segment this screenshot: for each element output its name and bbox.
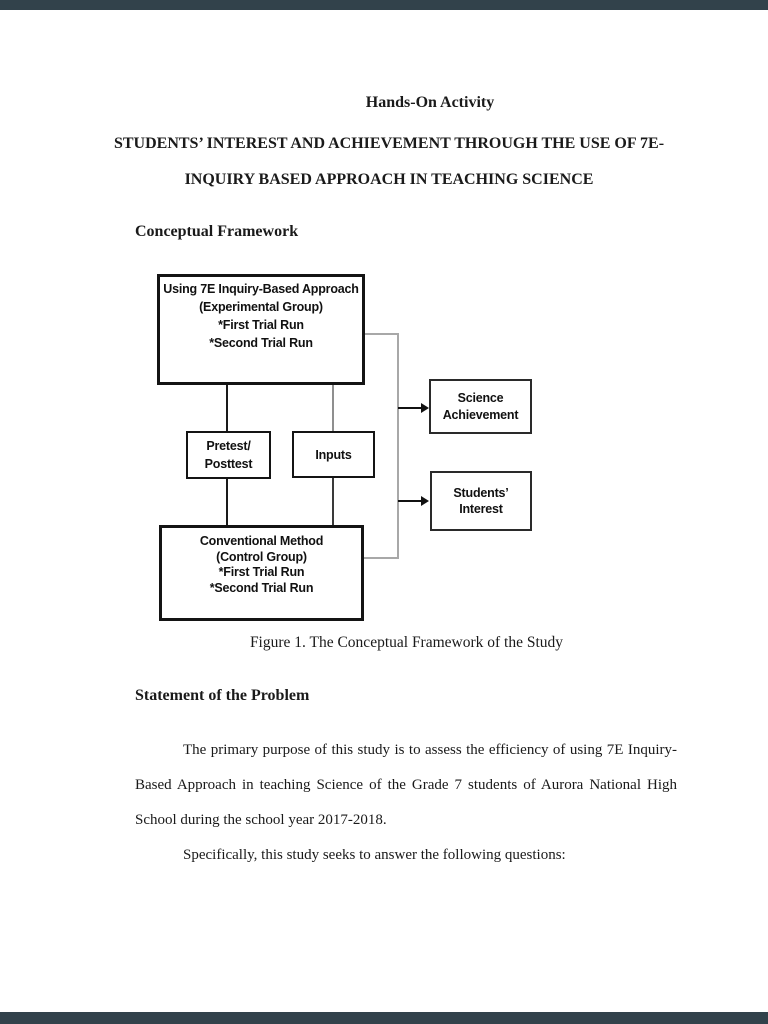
body-text-line: Based Approach in teaching Science of th… [135,775,677,795]
control-box-line: Conventional Method [162,534,361,550]
connector-pretest-to-control [226,479,228,525]
control-box-line: *Second Trial Run [162,581,361,597]
students-interest-box: Students’ Interest [430,471,532,531]
page-title: Hands-On Activity [365,94,495,111]
control-box-line: *First Trial Run [162,565,361,581]
control-box-line-text: Conventional Method [199,534,324,548]
interest-box-line-text: Interest [459,502,503,516]
connector-experimental-to-pretest [226,385,228,431]
arrow-to-science-achievement [398,407,423,409]
experimental-group-box: Using 7E Inquiry-Based Approach (Experim… [157,274,365,385]
section-heading-statement-of-problem: Statement of the Problem [135,687,310,704]
body-text: School during the school year 2017-2018. [135,812,387,828]
figure-caption: Figure 1. The Conceptual Framework of th… [249,634,564,651]
science-box-line-text: Science [457,390,504,405]
connector-inputs-to-control [332,478,334,525]
pretest-box-line: Posttest [188,455,269,473]
viewer-bottom-bar [0,1012,768,1024]
experimental-box-line-text: Using 7E Inquiry-Based Approach [163,282,359,296]
arrowhead-students-interest-icon [421,495,429,506]
experimental-box-line-text: *First Trial Run [218,318,304,332]
pretest-box-line-text: Pretest/ [206,439,251,453]
pretest-posttest-box: Pretest/ Posttest [186,431,271,479]
experimental-box-line: (Experimental Group) [160,298,362,316]
body-text-line: School during the school year 2017-2018. [135,810,677,830]
viewer-top-bar [0,0,768,10]
connector-experimental-to-inputs [332,385,334,431]
science-box-line: Science [431,390,530,407]
interest-box-line-text: Students’ [453,486,509,500]
paper-heading-line-2: INQUIRY BASED APPROACH IN TEACHING SCIEN… [184,171,594,188]
control-box-line-text: *First Trial Run [218,565,305,579]
pretest-box-line: Pretest/ [188,437,269,455]
body-text-line: Specifically, this study seeks to answer… [135,845,677,865]
pretest-box-line-text: Posttest [204,457,253,471]
inputs-box-label-text: Inputs [315,447,352,462]
control-box-line-text: *Second Trial Run [209,580,314,595]
experimental-box-line-text: *Second Trial Run [209,336,313,350]
interest-box-line: Interest [432,501,530,517]
control-box-line: (Control Group) [162,550,361,566]
arrow-to-students-interest [398,500,423,502]
experimental-box-line: *Second Trial Run [160,334,362,352]
connector-experimental-to-spine [365,333,398,335]
connector-control-to-spine [364,557,398,559]
control-group-box: Conventional Method (Control Group) *Fir… [159,525,364,621]
inputs-box: Inputs [292,431,375,478]
arrowhead-science-achievement-icon [421,402,429,413]
interest-box-line: Students’ [432,485,530,501]
experimental-box-line-text: (Experimental Group) [199,300,323,314]
body-text-line: The primary purpose of this study is to … [135,740,677,760]
control-box-line-text: (Control Group) [216,549,307,564]
connector-vertical-spine [397,333,399,559]
science-box-line-text: Achievement [442,407,519,422]
body-text: The primary purpose of this study is to … [183,742,677,758]
experimental-box-line: Using 7E Inquiry-Based Approach [160,280,362,298]
inputs-box-label: Inputs [294,448,373,462]
section-heading-conceptual-framework: Conceptual Framework [135,223,299,240]
body-text: Based Approach in teaching Science of th… [135,777,677,793]
science-box-line: Achievement [431,407,530,424]
body-text: Specifically, this study seeks to answer… [183,847,566,863]
experimental-box-line: *First Trial Run [160,316,362,334]
paper-heading-line-1: STUDENTS’ INTEREST AND ACHIEVEMENT THROU… [113,135,665,152]
science-achievement-box: Science Achievement [429,379,532,434]
